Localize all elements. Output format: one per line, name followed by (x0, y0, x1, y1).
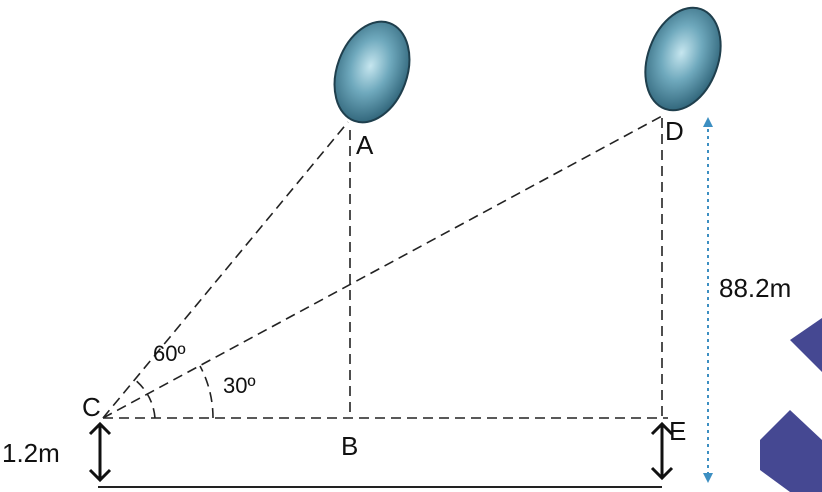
balloon-a-icon (333, 20, 411, 124)
line-of-sight-ca (102, 121, 349, 419)
watermark-logo (760, 318, 822, 492)
height-arrow-right (650, 421, 674, 481)
angle-label-30: 30º (223, 373, 256, 398)
point-label-b: B (341, 431, 358, 461)
angle-arc-30 (199, 365, 214, 419)
balloon-d-icon (644, 6, 722, 112)
point-label-c: C (82, 392, 101, 422)
angle-label-60: 60º (153, 341, 186, 366)
height-arrow-left (88, 421, 112, 483)
balloon-height-label: 88.2m (719, 273, 791, 303)
point-label-e: E (669, 416, 686, 446)
observer-height-label: 1.2m (2, 438, 60, 468)
line-of-sight-cd (102, 115, 663, 419)
angle-arc-60 (133, 378, 156, 419)
point-label-d: D (665, 116, 684, 146)
point-label-a: A (356, 130, 374, 160)
